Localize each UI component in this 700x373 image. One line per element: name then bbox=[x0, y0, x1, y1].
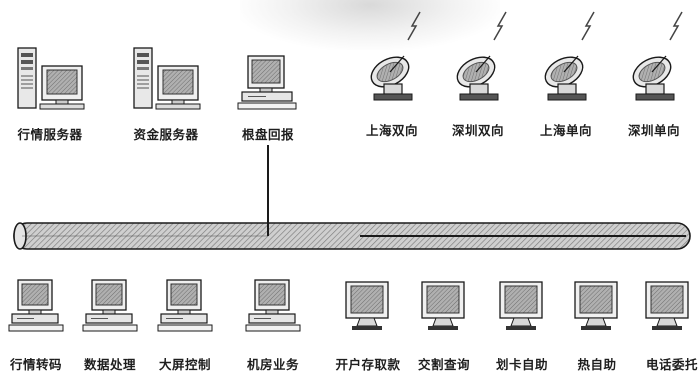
desktop-computer-icon bbox=[82, 279, 138, 332]
satellite-node: 深圳双向 bbox=[446, 10, 510, 138]
server-node: 资金服务器 bbox=[128, 44, 204, 142]
server-workstation-icon bbox=[133, 47, 201, 110]
server-workstation-icon bbox=[17, 47, 85, 110]
computer-label: 数据处理 bbox=[83, 357, 137, 372]
monitor-label: 交割查询 bbox=[417, 357, 471, 372]
server-label: 行情服务器 bbox=[17, 127, 83, 142]
computer-label: 大屏控制 bbox=[158, 357, 212, 372]
satellite-label: 深圳双向 bbox=[451, 123, 505, 138]
computer-node: 数据处理 bbox=[82, 278, 138, 372]
monitor-node: 热自助 bbox=[567, 280, 627, 372]
network-bus bbox=[13, 222, 691, 250]
satellite-node: 上海双向 bbox=[360, 10, 424, 138]
satellite-label: 上海单向 bbox=[539, 123, 593, 138]
monitor-icon bbox=[645, 281, 689, 330]
satellite-label: 深圳单向 bbox=[627, 123, 681, 138]
monitor-label: 电话委托 bbox=[645, 357, 698, 372]
satellite-dish-icon bbox=[370, 11, 421, 101]
monitor-icon bbox=[499, 281, 543, 330]
monitor-node: 交割查询 bbox=[414, 280, 474, 372]
satellite-node: 上海单向 bbox=[534, 10, 598, 138]
monitor-label: 开户存取款 bbox=[335, 357, 401, 372]
background-glow bbox=[240, 0, 500, 50]
monitor-label: 热自助 bbox=[577, 357, 617, 372]
terminal-connection-line bbox=[22, 145, 269, 237]
computer-label: 机房业务 bbox=[246, 357, 300, 372]
monitor-node: 开户存取款 bbox=[335, 280, 400, 372]
terminal-label: 根盘回报 bbox=[241, 127, 295, 142]
monitor-icon bbox=[421, 281, 465, 330]
satellite-dish-icon bbox=[632, 11, 683, 101]
satellite-dish-icon bbox=[544, 11, 595, 101]
satellite-node: 深圳单向 bbox=[622, 10, 686, 138]
monitor-node: 电话委托 bbox=[638, 280, 698, 372]
server-label: 资金服务器 bbox=[133, 127, 199, 142]
server-node: 行情服务器 bbox=[12, 44, 88, 142]
satellite-dish-icon bbox=[456, 11, 507, 101]
satellite-label: 上海双向 bbox=[365, 123, 419, 138]
desktop-computer-icon bbox=[8, 279, 64, 332]
desktop-computer-icon bbox=[245, 279, 301, 332]
computer-node: 行情转码 bbox=[8, 278, 64, 372]
computer-node: 机房业务 bbox=[245, 278, 301, 372]
computer-node: 大屏控制 bbox=[157, 278, 213, 372]
terminal-node: 根盘回报 bbox=[236, 52, 300, 142]
monitor-icon bbox=[345, 281, 389, 330]
desktop-computer-icon bbox=[157, 279, 213, 332]
desktop-computer-icon bbox=[237, 55, 297, 110]
monitor-node: 划卡自助 bbox=[492, 280, 552, 372]
monitor-label: 划卡自助 bbox=[495, 357, 549, 372]
computer-label: 行情转码 bbox=[9, 357, 63, 372]
monitor-icon bbox=[574, 281, 618, 330]
